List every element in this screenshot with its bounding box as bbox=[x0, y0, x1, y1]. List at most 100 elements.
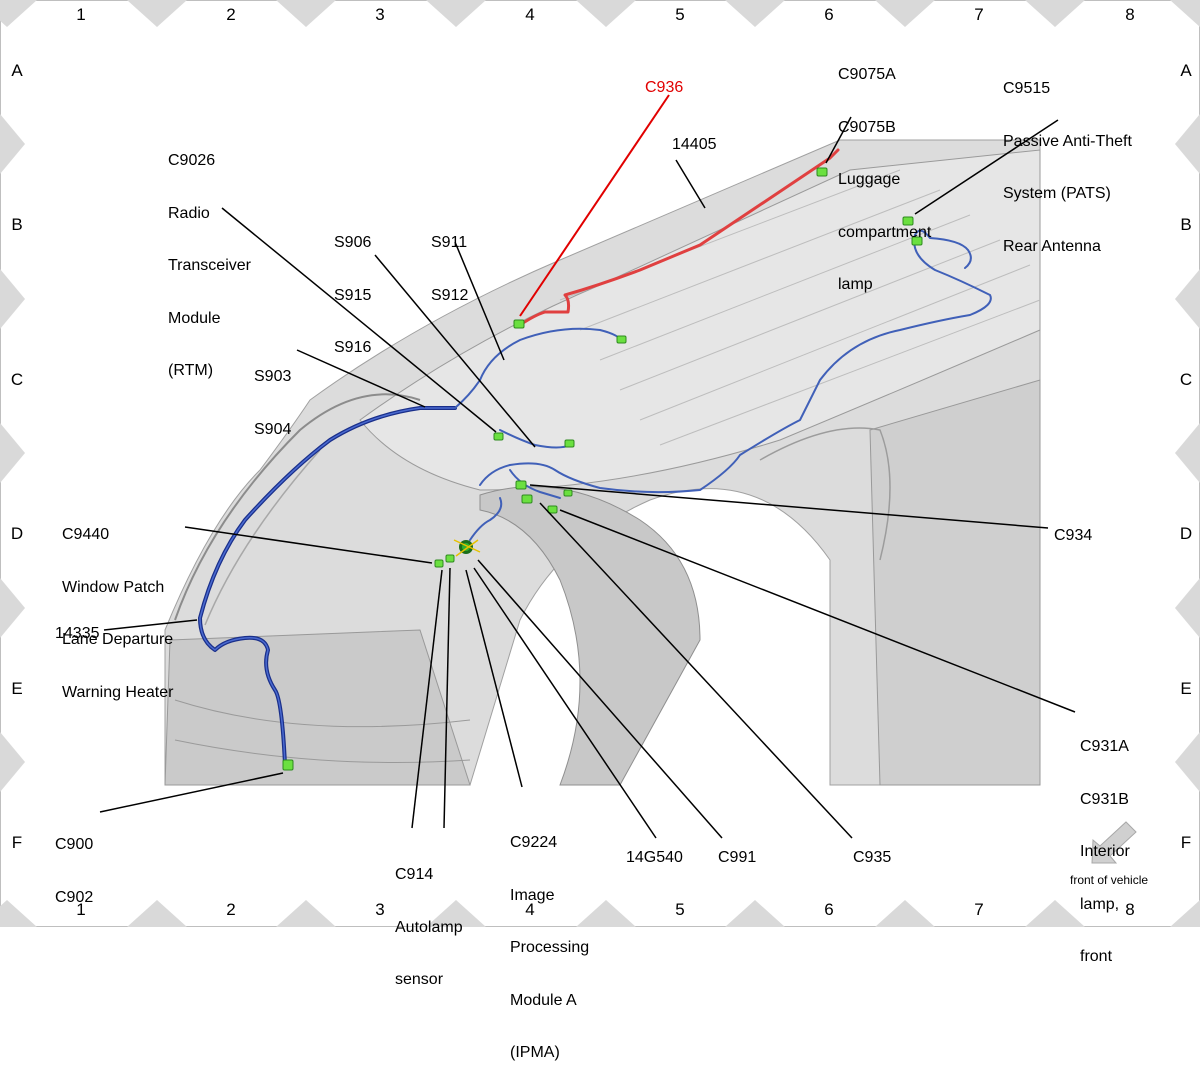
leader-c9075 bbox=[825, 116, 852, 164]
grid-row-b-right: B bbox=[1180, 215, 1192, 234]
leader-c931 bbox=[559, 509, 1076, 713]
label-c9224-line-1: C9224 bbox=[510, 834, 558, 851]
grid-row-c: C bbox=[10, 370, 24, 389]
label-c9026-line-5: (RTM) bbox=[168, 362, 214, 379]
label-c9026-line-2: Radio bbox=[168, 204, 210, 222]
grid-col-6-bottom: 6 bbox=[824, 900, 834, 919]
leader-c9515 bbox=[914, 119, 1059, 215]
frame-marker-bottom bbox=[1025, 900, 1085, 927]
leader-s906 bbox=[374, 254, 536, 448]
label-c931-line-1: C931A bbox=[1080, 738, 1129, 755]
grid-row-e: E bbox=[11, 679, 23, 698]
grid-col-3-bottom: 3 bbox=[375, 900, 385, 919]
grid-col-2: 2 bbox=[226, 5, 236, 24]
label-c9075-line-3: Luggage bbox=[838, 171, 901, 188]
label-s911-line-2: S912 bbox=[431, 286, 469, 304]
label-s906-line-2: S915 bbox=[334, 286, 372, 304]
frame-marker-top bbox=[576, 0, 636, 27]
connector-c931b bbox=[563, 489, 573, 497]
leader-c914a bbox=[411, 569, 443, 829]
connector-c9440 bbox=[434, 559, 444, 568]
frame-marker-right bbox=[1175, 114, 1200, 174]
leader-c934 bbox=[529, 484, 1049, 529]
grid-row-a-right: A bbox=[1180, 61, 1192, 80]
frame-marker-right bbox=[1175, 732, 1200, 792]
grid-row-f-right: F bbox=[1180, 833, 1192, 852]
frame-marker-left bbox=[0, 269, 25, 329]
frame-marker-top bbox=[1025, 0, 1085, 27]
vehicle-roof-illustration bbox=[0, 0, 1200, 927]
grid-row-c-right: C bbox=[1179, 370, 1193, 389]
label-c931: C931A C931B Interior lamp, front bbox=[1080, 703, 1130, 983]
leader-c991 bbox=[477, 559, 723, 839]
label-c936: C936 bbox=[645, 79, 684, 96]
frame-marker-top bbox=[426, 0, 486, 27]
label-c9440-line-2: Window Patch bbox=[62, 578, 165, 596]
label-c991: C991 bbox=[718, 849, 757, 866]
label-s906-line-3: S916 bbox=[334, 339, 372, 356]
grid-col-5: 5 bbox=[675, 5, 685, 24]
connector-c934 bbox=[515, 480, 527, 490]
grid-row-a: A bbox=[11, 61, 23, 80]
label-c9075-line-2: C9075B bbox=[838, 118, 896, 136]
leader-c914b bbox=[443, 567, 451, 829]
roof-body-panel bbox=[164, 139, 1041, 786]
frame-marker-bottom bbox=[276, 900, 336, 927]
label-c931-line-4: lamp, bbox=[1080, 895, 1120, 913]
frame-marker-right bbox=[1175, 578, 1200, 638]
grid-col-2-bottom: 2 bbox=[226, 900, 236, 919]
label-c9224-line-5: (IPMA) bbox=[510, 1044, 560, 1061]
label-c9515-line-2: Passive Anti-Theft bbox=[1003, 132, 1132, 150]
grid-row-e-right: E bbox=[1180, 679, 1192, 698]
grid-col-1-bottom: 1 bbox=[76, 900, 86, 919]
label-s911-line-1: S911 bbox=[431, 234, 468, 251]
grid-col-8-bottom: 8 bbox=[1125, 900, 1135, 919]
grid-col-6: 6 bbox=[824, 5, 834, 24]
frame-marker-bottom bbox=[0, 900, 37, 927]
harness-14335 bbox=[198, 406, 457, 767]
label-c9440-line-3: Lane Departure bbox=[62, 631, 174, 648]
label-14335: 14335 bbox=[55, 625, 100, 642]
grid-row-d: D bbox=[10, 524, 24, 543]
grid-row-d-right: D bbox=[1179, 524, 1193, 543]
grid-frame-markers bbox=[0, 0, 1200, 927]
frame-marker-bottom bbox=[426, 900, 486, 927]
leader-c935 bbox=[539, 502, 853, 839]
harness-14g540 bbox=[454, 229, 992, 541]
frame-marker-bottom bbox=[1170, 900, 1200, 927]
label-s903: S903 S904 bbox=[254, 333, 291, 456]
frame-marker-right bbox=[1175, 269, 1200, 329]
grid-col-4-bottom: 4 bbox=[525, 900, 535, 919]
connector-c9026 bbox=[493, 432, 504, 441]
leader-s911 bbox=[454, 241, 505, 361]
leader-c9440 bbox=[184, 526, 433, 564]
label-c9440-line-1: C9440 bbox=[62, 526, 110, 543]
label-c9075-line-1: C9075A bbox=[838, 66, 896, 83]
label-c9026-line-4: Module bbox=[168, 309, 221, 327]
frame-marker-bottom bbox=[576, 900, 636, 927]
leader-14405 bbox=[675, 159, 706, 209]
front-of-vehicle-label: front of vehicle bbox=[1070, 873, 1149, 887]
label-c9026-line-3: Transceiver bbox=[168, 257, 251, 274]
connector-s906 bbox=[564, 439, 575, 448]
label-c931-line-3: Interior bbox=[1080, 843, 1130, 860]
label-c900-line-2: C902 bbox=[55, 888, 94, 906]
label-c9026-line-1: C9026 bbox=[168, 152, 216, 169]
label-14405: 14405 bbox=[672, 136, 717, 153]
label-c914-line-2: Autolamp bbox=[395, 918, 463, 936]
label-s903-line-2: S904 bbox=[254, 420, 292, 438]
connectors bbox=[282, 167, 923, 771]
label-c935: C935 bbox=[853, 849, 892, 866]
label-c914: C914 Autolamp sensor bbox=[395, 831, 463, 1006]
connector-c935 bbox=[521, 494, 533, 504]
frame-marker-left bbox=[0, 578, 25, 638]
label-c9440: C9440 Window Patch Lane Departure Warnin… bbox=[62, 491, 173, 719]
label-c9026: C9026 Radio Transceiver Module (RTM) bbox=[168, 117, 251, 397]
label-c9515-line-4: Rear Antenna bbox=[1003, 237, 1101, 255]
label-c900: C900 C902 bbox=[55, 801, 93, 924]
frame-marker-bottom bbox=[725, 900, 785, 927]
connector-c900 bbox=[282, 759, 294, 771]
leader-c900 bbox=[99, 772, 284, 813]
leader-14335 bbox=[103, 619, 198, 631]
